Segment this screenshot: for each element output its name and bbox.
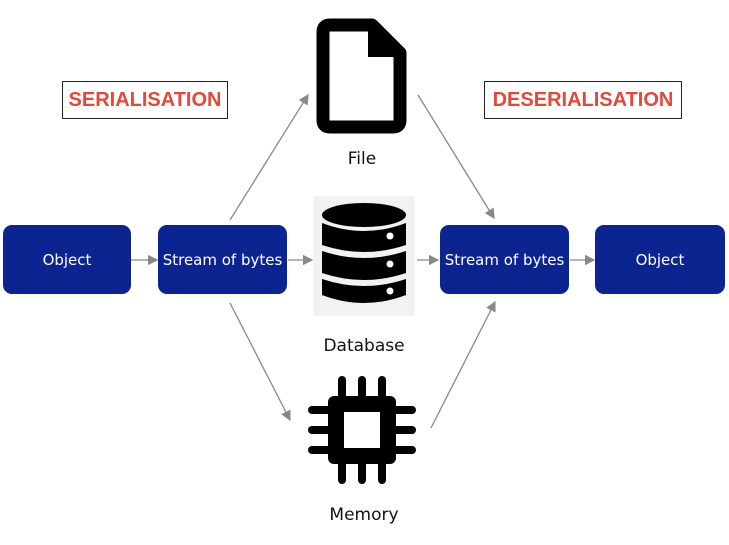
- database-icon: [322, 203, 406, 303]
- arrow-stream-to-memory: [229, 302, 291, 422]
- file-caption: File: [347, 149, 377, 169]
- database-caption: Database: [323, 336, 405, 356]
- arrow-stream-to-file: [229, 93, 309, 221]
- stream-of-bytes-node-right: Stream of bytes: [440, 225, 569, 294]
- file-icon: [316, 18, 407, 134]
- deserialisation-label: DESERIALISATION: [484, 81, 682, 119]
- object-node-left: Object: [3, 225, 131, 294]
- serialisation-label: SERIALISATION: [62, 81, 228, 119]
- memory-caption: Memory: [329, 505, 399, 525]
- object-node-right: Object: [595, 225, 725, 294]
- arrow-memory-to-stream: [430, 300, 496, 429]
- memory-chip-icon: [308, 376, 416, 484]
- stream-of-bytes-node-left: Stream of bytes: [158, 225, 287, 294]
- arrow-file-to-stream: [417, 94, 495, 220]
